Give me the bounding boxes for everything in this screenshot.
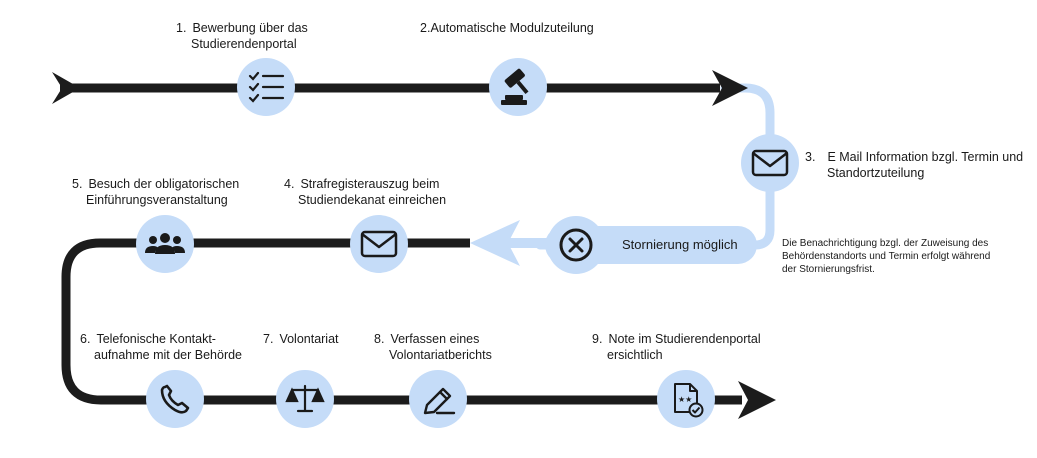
phone-icon — [160, 384, 190, 414]
arrowhead-bottom — [738, 381, 776, 419]
step-9-label: 9.Note im Studierendenportal ersichtlich — [592, 332, 761, 362]
step-4-circle — [350, 215, 408, 273]
main-path-middle-bottom — [61, 238, 742, 405]
step-2-label: 2.Automatische Modulzuteilung — [420, 21, 594, 35]
step-8-circle — [409, 370, 467, 428]
step-5-label: 5.Besuch der obligatorischen Einführungs… — [72, 177, 240, 207]
cancellation-arrowhead — [470, 220, 520, 266]
arrowhead-top — [712, 70, 748, 106]
step-1-label: 1.Bewerbung über das Studierendenportal — [176, 21, 308, 51]
cancel-x-icon — [559, 228, 593, 262]
svg-text:★★: ★★ — [678, 395, 692, 404]
step-7-label: 7.Volontariat — [263, 332, 339, 346]
gavel-icon — [501, 68, 529, 105]
step-2-circle — [489, 58, 547, 116]
scales-icon — [285, 384, 325, 413]
step-8-label: 8.Verfassen eines Volontariatberichts — [374, 332, 492, 362]
step-3-circle — [741, 134, 799, 192]
step-6-label: 6.Telefonische Kontakt- aufnahme mit der… — [80, 332, 243, 362]
document-check-icon: ★★ — [674, 383, 704, 418]
step-4-label: 4.Strafregisterauszug beim Studiendekana… — [284, 177, 447, 207]
step-5-circle — [136, 215, 194, 273]
mail-icon — [360, 230, 398, 258]
step-6-circle — [146, 370, 204, 428]
mail-icon — [751, 149, 789, 177]
cancellation-label: Stornierung möglich — [622, 237, 738, 252]
step-3-label: 3.E Mail Information bzgl. Termin und St… — [805, 150, 1024, 180]
checklist-icon — [248, 71, 285, 103]
cancellation-note: Die Benachrichtigung bzgl. der Zuweisung… — [782, 238, 991, 275]
start-tail — [52, 72, 80, 104]
pencil-icon — [423, 387, 456, 415]
group-icon — [145, 233, 185, 254]
